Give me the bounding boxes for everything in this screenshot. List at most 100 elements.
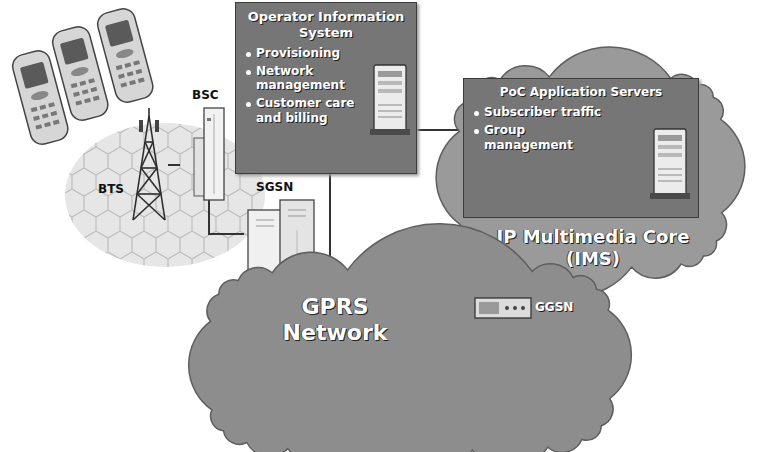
mobile-phones [105,20,134,47]
controller-cabinet: BSC [180,88,238,200]
mobile-phones [35,124,42,129]
cloud-outline [189,224,632,452]
mobile-phones [95,6,156,105]
tower-icon [133,194,161,220]
mobile-phones [71,83,78,88]
connector-line [209,200,244,234]
cloud-shape [190,250,630,452]
tower-icon [141,142,153,168]
server-icon [378,117,402,118]
mobile-phones [93,96,100,101]
mobile-phones [60,38,89,65]
connector-line [168,164,180,166]
server-icon [658,145,682,149]
mobile-phones [115,47,134,59]
server-icon [378,89,402,93]
server-icon [370,129,410,135]
server-icon [650,129,690,199]
equipment-label: SGSN [256,180,293,194]
bsc-icon [194,108,224,200]
server-icon [658,153,682,157]
system-box: Operator Information SystemProvisioningN… [235,2,417,174]
equipment-label: GGSN [535,300,573,314]
server-icon [378,71,402,77]
mobile-phones [53,120,60,125]
mobile-phones [42,113,49,118]
server-icon [658,175,682,176]
bsc-icon [204,108,224,200]
sgsn-icon [256,226,274,227]
ggsn-icon [513,306,517,310]
tower-icon [137,168,157,194]
server-icon [378,105,402,106]
gateway-node: GGSN [475,290,579,326]
mobile-phones [90,87,97,92]
bsc-icon [214,114,215,194]
mobile-phones [33,115,40,120]
bsc-icon [207,118,211,121]
mobile-phones [31,107,38,112]
mobile-phones [31,102,60,129]
server-icon [658,181,682,182]
mobile-phones [75,100,82,105]
tower-icon [148,108,150,118]
bullet-list: Subscriber trafficGroup management [472,105,602,152]
mobile-phones [20,62,49,89]
mobile-phones [138,78,145,83]
ggsn-icon [475,298,531,318]
mobile-phones [39,104,46,109]
server-icon [654,129,686,195]
mobile-phones [73,91,80,96]
ggsn-icon [521,306,525,310]
equipment-label: BTS [98,182,124,196]
mobile-phones [127,71,134,76]
server-icon [370,65,410,135]
mobile-phones [84,98,91,103]
server-icon [650,193,690,199]
box-heading: PoC Application Servers [472,85,690,99]
server-box: PoC Application ServersSubscriber traffi… [463,78,699,218]
mobile-phones [44,122,51,127]
equipment-label: BSC [192,88,219,102]
server-icon [658,169,682,170]
mobile-phones [71,78,100,105]
tower-icon [137,194,165,220]
ggsn-icon [505,306,509,310]
tower-icon [155,120,159,132]
bullet-list: ProvisioningNetwork managementCustomer c… [244,46,358,125]
tower-icon [145,141,153,143]
mobile-phones [30,89,49,101]
mobile-phones [79,80,86,85]
mobile-phones [129,80,136,85]
mobile-phones [82,89,89,94]
cloud-label: GPRS Network [260,294,410,347]
sgsn-icon [256,220,274,221]
mobile-phones [116,60,145,87]
sgsn-icon [288,210,306,211]
bullet-item: Provisioning [244,46,358,61]
mobile-phones [70,65,89,77]
bullet-item: Subscriber traffic [472,105,602,120]
mobile-phones [120,82,127,87]
bullet-item: Group management [472,123,602,152]
mobile-phones [135,69,142,74]
mobile-phones [95,6,156,105]
mobile-phones [50,111,57,116]
tower-icon [141,168,161,194]
mobile-phones [124,62,131,67]
tower-icon [139,120,143,132]
base-station: BTS [96,108,168,220]
mobile-phones [116,65,123,70]
mobile-phones [10,6,156,147]
mobile-phones [133,60,140,65]
box-heading: Operator Information System [244,9,408,40]
network-cloud: GPRS Network GGSN [190,250,630,452]
mobile-phones [48,102,55,107]
ggsn-icon [479,302,499,314]
server-icon [378,111,402,112]
bullet-item: Network management [244,64,358,93]
server-icon [374,65,406,131]
mobile-phones [88,78,95,83]
tower-icon [141,167,157,169]
